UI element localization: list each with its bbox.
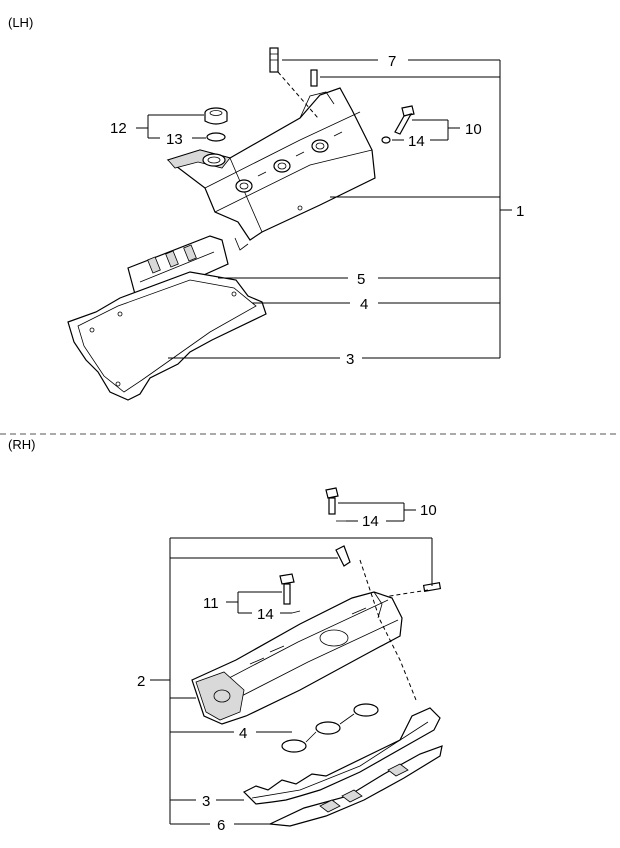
lh-spark-plug-gasket-plate [127, 235, 229, 301]
lh-leader-lines [136, 59, 512, 359]
rh-stud-pin [422, 581, 442, 593]
lh-oil-filler-cap [204, 107, 228, 125]
lh-outer-gasket [67, 271, 267, 401]
lh-callout-3: 3 [346, 351, 354, 368]
rh-washer [291, 610, 301, 614]
rh-callout-6: 6 [217, 817, 225, 834]
lh-section-label: (LH) [8, 15, 33, 30]
rh-valve-cover [191, 591, 403, 725]
rh-cover-bolt-top [325, 487, 339, 515]
rh-callout-4: 4 [239, 725, 247, 742]
rh-callout-14-top: 14 [362, 513, 379, 530]
lh-callout-5: 5 [357, 271, 365, 288]
rh-callout-10: 10 [420, 502, 437, 519]
lh-callout-7: 7 [388, 53, 396, 70]
rh-head-cover-gasket [281, 703, 379, 753]
rh-gasket-plate [267, 745, 443, 827]
lh-callout-13: 13 [166, 131, 183, 148]
lh-callout-12: 12 [110, 120, 127, 137]
lh-callout-10: 10 [465, 121, 482, 138]
lh-oil-filler-seal [206, 132, 226, 142]
rh-cover-bolt [279, 573, 295, 605]
rh-alignment-axis [359, 559, 417, 701]
rh-callout-14: 14 [257, 606, 274, 623]
rh-callout-3: 3 [202, 793, 210, 810]
rh-outer-gasket [242, 707, 441, 805]
lh-cover-bolt [394, 105, 415, 135]
lh-callout-1: 1 [516, 203, 524, 220]
lh-washer [381, 136, 391, 144]
lh-callout-4: 4 [360, 296, 368, 313]
rh-pcv-fitting [335, 545, 351, 567]
lh-stud-axis [277, 71, 319, 119]
lh-stud-bolt [269, 47, 318, 87]
rh-leader-lines [150, 502, 433, 825]
rh-callout-2: 2 [137, 673, 145, 690]
rh-section-label: (RH) [8, 437, 35, 452]
lh-callout-14: 14 [408, 133, 425, 150]
rh-callout-11: 11 [203, 595, 219, 612]
lh-valve-cover [166, 87, 376, 251]
